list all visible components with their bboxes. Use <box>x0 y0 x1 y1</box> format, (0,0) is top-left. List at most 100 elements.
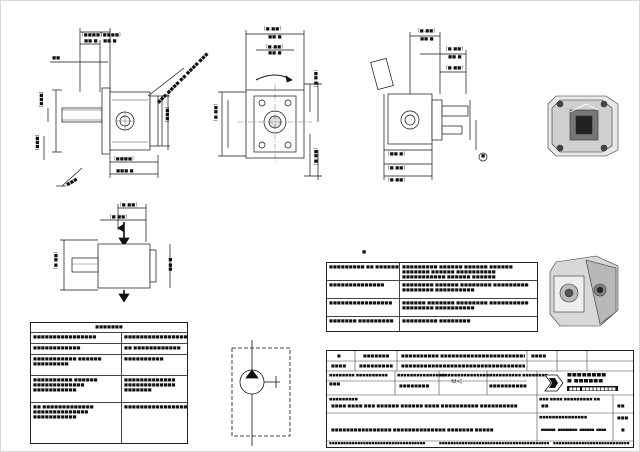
dim-label: [■■■] <box>39 91 45 108</box>
dim-label: [■.■■] <box>266 45 283 50</box>
dim-label: [■.■■] <box>313 148 319 165</box>
rev-description-2: ■■■■■■■■■■■■■■■■■■■■■■■■■■■■■■■■■■■■■■■■… <box>401 363 525 368</box>
title-line-2: ■■■■■■■■■■■■■■■■ ■■■■■■■■■■■■■■ ■■■■■■■ … <box>331 427 494 432</box>
table-row: ■■■■■■■■■ ■■ ■■■■■■■ ■■■■■■■■■ ■■■■■■ ■■… <box>327 263 537 280</box>
table-row: ■■■■■■■■■■■ ■■■■■■ ■■■■■■■■■ ■■■■■■■■■■ <box>31 354 187 375</box>
brand-line-2: ■ ■■■■■■ <box>567 379 604 384</box>
brand-line-3: ■■■ ■■■■■■■■■ <box>567 386 618 391</box>
table-title: ■■■■■■■ <box>95 324 123 329</box>
table-cell: ■■■■■■■■■■■■■■ <box>327 281 400 298</box>
callout-label: ■ <box>481 154 486 159</box>
rev-label: ■ <box>337 353 341 358</box>
dim-label: [■■■■] <box>82 33 102 38</box>
title-block-grid <box>327 351 633 442</box>
dim-label: ■■.■ <box>448 55 462 60</box>
dim-label: [■.■■] <box>120 203 137 208</box>
front-view <box>43 28 185 187</box>
table-cell: ■■■■■■■■■ ■■ ■■■■■■■ <box>327 263 400 280</box>
dim-label: [■.■■] <box>110 215 127 220</box>
dim-label: ■■.■ <box>103 39 117 44</box>
dim-label: [■.■■] <box>388 166 405 171</box>
hydraulic-symbol <box>231 340 291 446</box>
table-cell: ■■■■■■■■■■ <box>124 356 164 361</box>
dim-label: ■■ <box>52 56 61 61</box>
scale-value: ■■■■■■■■ <box>399 383 430 388</box>
footer-left: ■■■■■■■■■■■■■■■■■■■■■■■■■■■■■■■■■■ <box>329 441 426 445</box>
format-value: ■■ <box>617 403 625 408</box>
drawn-label: ■■■■■■■■ ■■■■■■■■■■ <box>329 373 388 377</box>
table-row: ■■■■■■■ ■■■■■■■■■ ■■■■■■■■■ ■■■■■■■■ <box>327 316 537 332</box>
code-value: ■■■■■■ ■■■■■■■■ ■■■■■■ ■■■■ <box>541 427 607 432</box>
dim-label: ■■.■ <box>268 51 282 56</box>
end-view <box>218 30 322 180</box>
sheet-number: ■ <box>621 427 625 432</box>
footer-right: ■■■■■■■■■■■■■■■■■■■■■■■■■■■ <box>553 441 630 445</box>
spec-table: ■■■■■■■ ■■■■■■■■■■■■■■■■ ■■■■■■■■■■■■■■■… <box>30 322 188 444</box>
table-header: ■■■■■■■ <box>31 323 187 332</box>
dim-label: ■■.■ <box>420 37 434 42</box>
iso-view-rear <box>547 95 619 157</box>
table-cell: ■■ ■■■■■■■■■■■■ <box>124 345 181 350</box>
table-cell: ■■■■■■■■■■■ ■■■■■■ ■■■■■■■■■ <box>31 355 122 375</box>
table-cell: ■■ ■■■■■■■■■■■■■ ■■■■■■■■■■■■■■ ■■■■■■■■… <box>31 403 122 443</box>
table-cell: ■■■■■■■■■ ■■■■■■■■ <box>402 318 471 323</box>
rev-number: ■■■■ <box>331 363 347 368</box>
drawn-value: ■■■ <box>329 381 341 386</box>
dim-label: ■■.■ <box>84 39 98 44</box>
iso-view-front <box>549 255 619 327</box>
table-cell: ■■■■■■ ■■■■■■■ ■■■■■■■■ ■■■■■■■■■■ ■■■■■… <box>402 300 529 310</box>
table-row: ■■■■■■■■■■■■ ■■ ■■■■■■■■■■■■ <box>31 343 187 354</box>
projection-symbol: ⊖◁ <box>451 379 463 384</box>
table-cell: ■■■■■■■■ ■■■■■■ ■■■■■■■■ ■■■■■■■■■ ■■■■■… <box>402 282 529 292</box>
dim-label: [■.■■] <box>53 252 59 269</box>
ports-table: ■■■■■■■■■ ■■ ■■■■■■■ ■■■■■■■■■ ■■■■■■ ■■… <box>326 262 538 332</box>
dim-label: [■■■■] <box>114 157 134 162</box>
dim-label: [■■■] <box>165 106 171 123</box>
table-row: ■■■■■■■■■■■■■■■■ ■■■■■■ ■■■■■■■ ■■■■■■■■… <box>327 298 537 316</box>
title-label: ■■■■■■■■■ <box>329 397 358 401</box>
rev-author: ■■■■ <box>531 353 547 358</box>
dim-label: [■.■■] <box>213 104 219 121</box>
table-row: ■■■■■■■■■■ ■■■■■■ ■■■■■■■■■■■■■ ■■■■■■■■… <box>31 375 187 402</box>
company-label: ■■■■■■■■■■ ■■■■■■■■ <box>489 373 548 377</box>
material-value: ■■ <box>541 403 549 408</box>
company-logo <box>541 373 617 393</box>
projection-label: ■■■■■■■■■■■■■■■■ <box>441 373 493 377</box>
table-cell: ■■■■■■■■■■■■■■■■ <box>327 299 400 316</box>
table-cell: ■■■■■■■■■■■■ <box>31 344 122 354</box>
dim-label: ■■■.■ <box>116 169 134 174</box>
rev-date: ■■■■■■■ <box>363 353 390 358</box>
dim-label: [■■■] <box>35 134 41 151</box>
dim-label: [■.■■] <box>313 70 319 87</box>
table-cell: ■■■■■■■■■■■■■■■■■ <box>124 334 187 339</box>
dim-label: [■.■■] <box>418 29 435 34</box>
table-row: ■■■■■■■■■■■■■■ ■■■■■■■■ ■■■■■■ ■■■■■■■■ … <box>327 280 537 298</box>
code-label: ■■■■■■■■■■■■■■■ <box>539 415 588 419</box>
table-cell: ■■■■■■■■■■■■■ ■■■■■■■■■■■■■ ■■■■■■■ <box>124 377 176 392</box>
dim-label: ■■.■ <box>268 35 282 40</box>
scale-label: ■■■■■■■■■■■■■■■ <box>397 373 446 377</box>
title-line-1: ■■■■ ■■■■ ■■■ ■■■■■■ ■■■■■■ ■■■■ ■■■■■■■… <box>331 403 518 408</box>
ports-table-title: ■ <box>362 250 367 255</box>
top-view <box>60 204 171 303</box>
table-cell: ■■■■■■■■■ ■■■■■■ ■■■■■■ ■■■■■■ ■■■■■■■ ■… <box>402 264 513 279</box>
dim-label: [■■■■] <box>101 33 121 38</box>
table-cell: ■■■■■■■■■■■■■■■■ <box>31 333 122 343</box>
dim-label: [■.■■] <box>388 178 405 183</box>
title-block: ■ ■■■■■■■ ■■■■■■■■■■ ■■■■■■■■■■■■■■■■■■■… <box>326 350 634 448</box>
table-cell: ■■■■■■■■■■■■■■■■■■■■■ <box>124 404 187 409</box>
side-view <box>370 32 488 180</box>
table-cell: ■■■■■■■ ■■■■■■■■■ <box>327 317 400 332</box>
table-cell: ■■■■■■■■■■ ■■■■■■ ■■■■■■■■■■■■■ ■■■■■■■■… <box>31 376 122 402</box>
brand-line-1: ■■■■■■■■ <box>567 373 607 378</box>
table-row: ■■ ■■■■■■■■■■■■■ ■■■■■■■■■■■■■■ ■■■■■■■■… <box>31 402 187 443</box>
material-label: ■■■ ■■■■ ■■■■■■■■■ ■■ <box>539 397 600 401</box>
dim-label: ■■.■ <box>168 257 174 272</box>
dim-label: [■■.■] <box>388 152 405 157</box>
dim-label: [■.■■] <box>264 27 281 32</box>
table-row: ■■■■■■■■■■■■■■■■ ■■■■■■■■■■■■■■■■■ <box>31 332 187 343</box>
weight-value: ■■■ <box>617 415 629 420</box>
sheet-value: ■■■■■■■■■■ <box>489 383 527 388</box>
rev-description: ■■■■■■■■■■ ■■■■■■■■■■■■■■■■■■■■■■■■■■■■■… <box>401 353 525 358</box>
footer-mid: ■■■■■■■■■■■■■■■■■■■■■■■■■■■■■■■■■■■■■■■■… <box>439 441 549 445</box>
